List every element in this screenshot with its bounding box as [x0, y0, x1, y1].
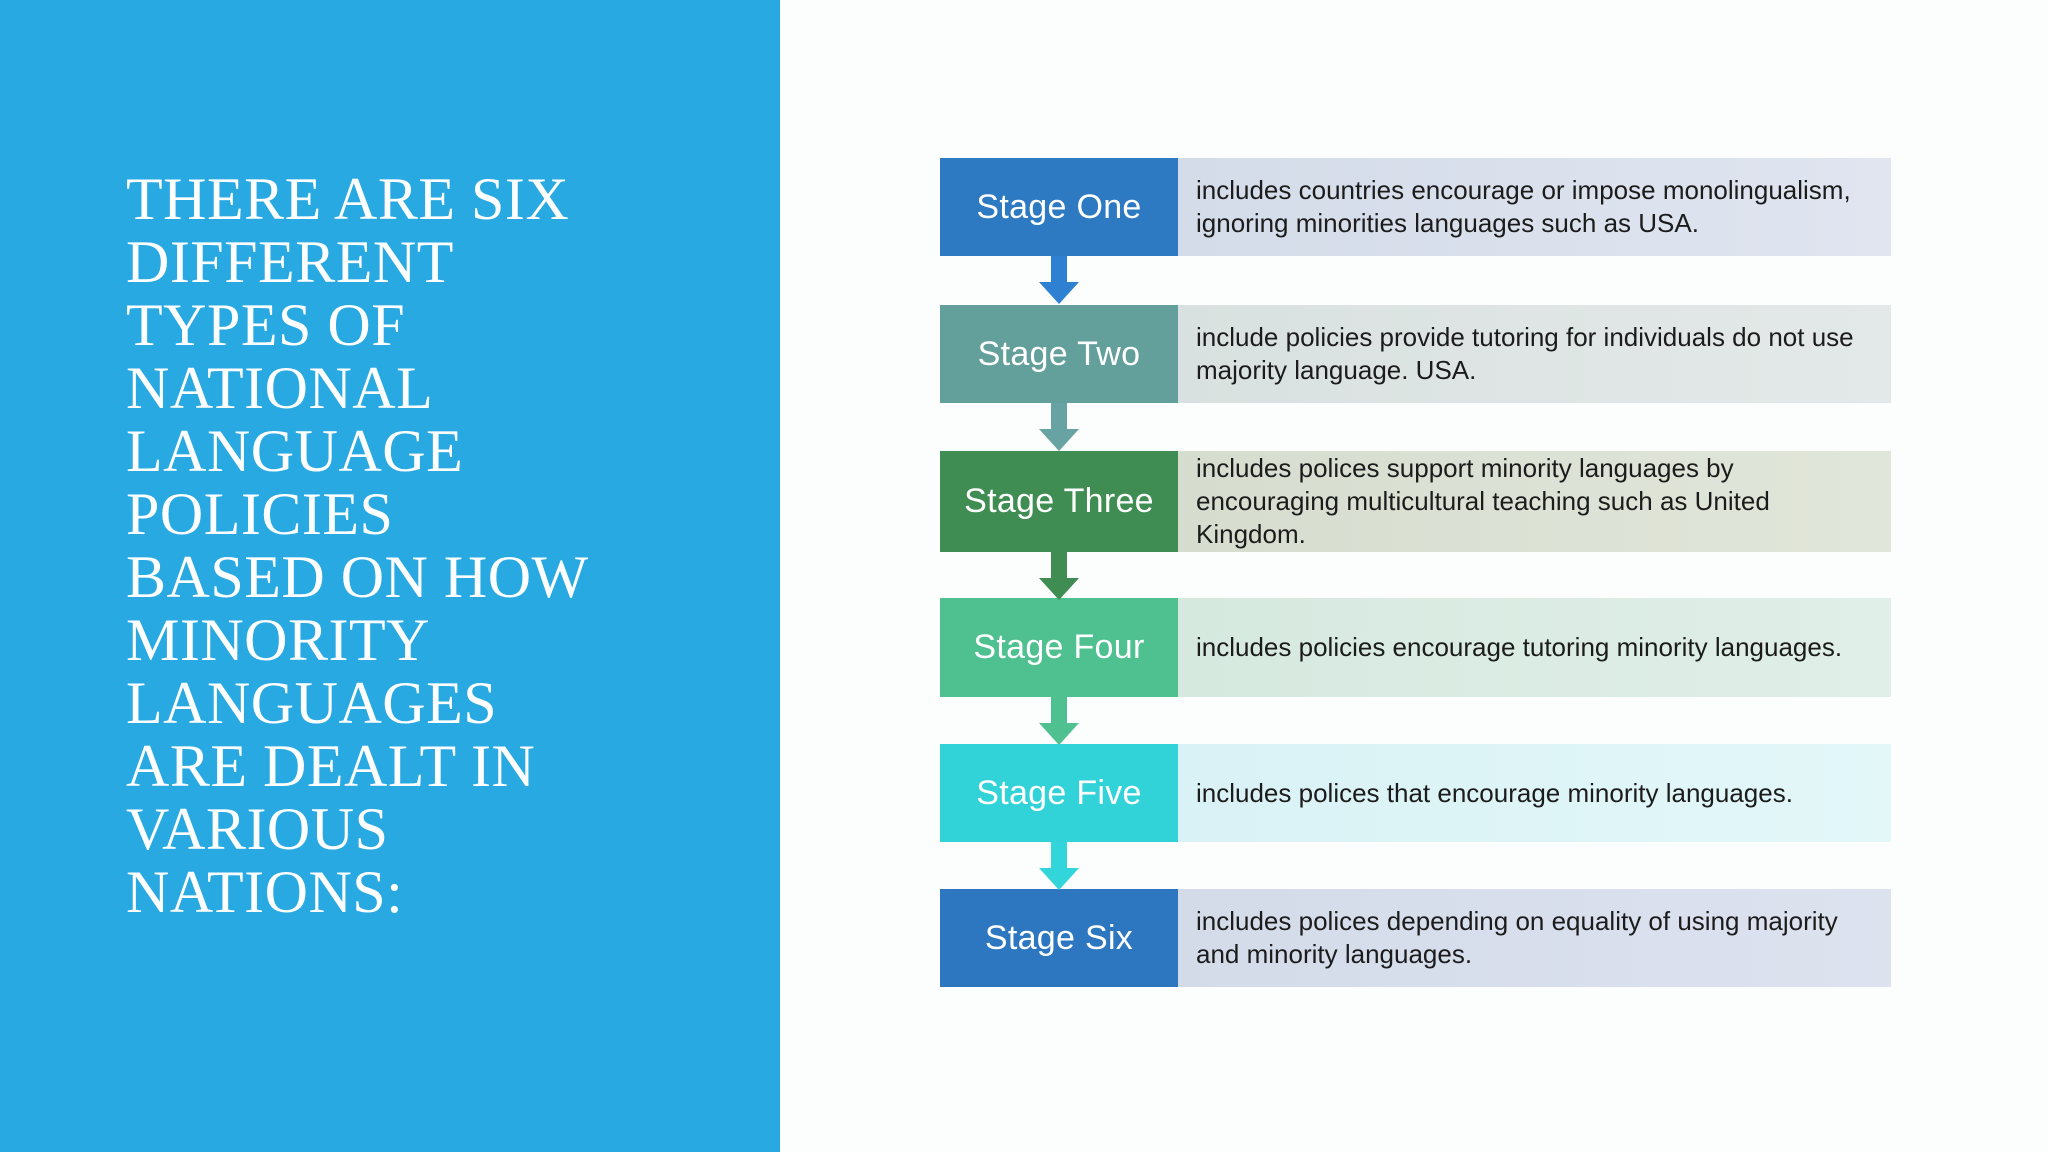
- stage-row-five: Stage Five includes polices that encoura…: [940, 744, 1891, 842]
- stage-four-label-box: Stage Four: [940, 598, 1178, 697]
- stage-three-label-box: Stage Three: [940, 451, 1178, 552]
- stage-row-four: Stage Four includes policies encourage t…: [940, 598, 1891, 697]
- arrow-head: [1039, 282, 1079, 304]
- stage-six-label-box: Stage Six: [940, 889, 1178, 987]
- arrow-down-icon-1: [940, 256, 1891, 305]
- arrow-down-icon-2: [940, 403, 1891, 451]
- stage-two-description: include policies provide tutoring for in…: [1178, 305, 1891, 403]
- arrow-stem: [1051, 552, 1067, 578]
- arrow-head: [1039, 868, 1079, 890]
- stage-three-description: includes polices support minority langua…: [1178, 451, 1891, 552]
- arrow-stem: [1051, 697, 1067, 723]
- arrow-stem: [1051, 256, 1067, 282]
- arrow-head: [1039, 429, 1079, 451]
- stage-four-description: includes policies encourage tutoring min…: [1178, 598, 1891, 697]
- arrow-down-icon-4: [940, 697, 1891, 745]
- stage-one-label-box: Stage One: [940, 158, 1178, 256]
- arrow-stem: [1051, 842, 1067, 868]
- stage-row-six: Stage Six includes polices depending on …: [940, 889, 1891, 987]
- stage-six-description: includes polices depending on equality o…: [1178, 889, 1891, 987]
- arrow-down-icon-5: [940, 842, 1891, 890]
- stage-flowchart: Stage One includes countries encourage o…: [940, 158, 1891, 987]
- stage-row-one: Stage One includes countries encourage o…: [940, 158, 1891, 256]
- stage-two-label-box: Stage Two: [940, 305, 1178, 403]
- arrow-stem: [1051, 403, 1067, 429]
- stage-one-description: includes countries encourage or impose m…: [1178, 158, 1891, 256]
- left-panel: THERE ARE SIX DIFFERENT TYPES OF NATIONA…: [0, 0, 780, 1152]
- arrow-head: [1039, 578, 1079, 600]
- arrow-down-icon-3: [940, 552, 1891, 600]
- stage-row-three: Stage Three includes polices support min…: [940, 451, 1891, 552]
- slide-title: THERE ARE SIX DIFFERENT TYPES OF NATIONA…: [126, 166, 589, 925]
- stage-five-description: includes polices that encourage minority…: [1178, 744, 1891, 842]
- stage-five-label-box: Stage Five: [940, 744, 1178, 842]
- stage-row-two: Stage Two include policies provide tutor…: [940, 305, 1891, 403]
- arrow-head: [1039, 723, 1079, 745]
